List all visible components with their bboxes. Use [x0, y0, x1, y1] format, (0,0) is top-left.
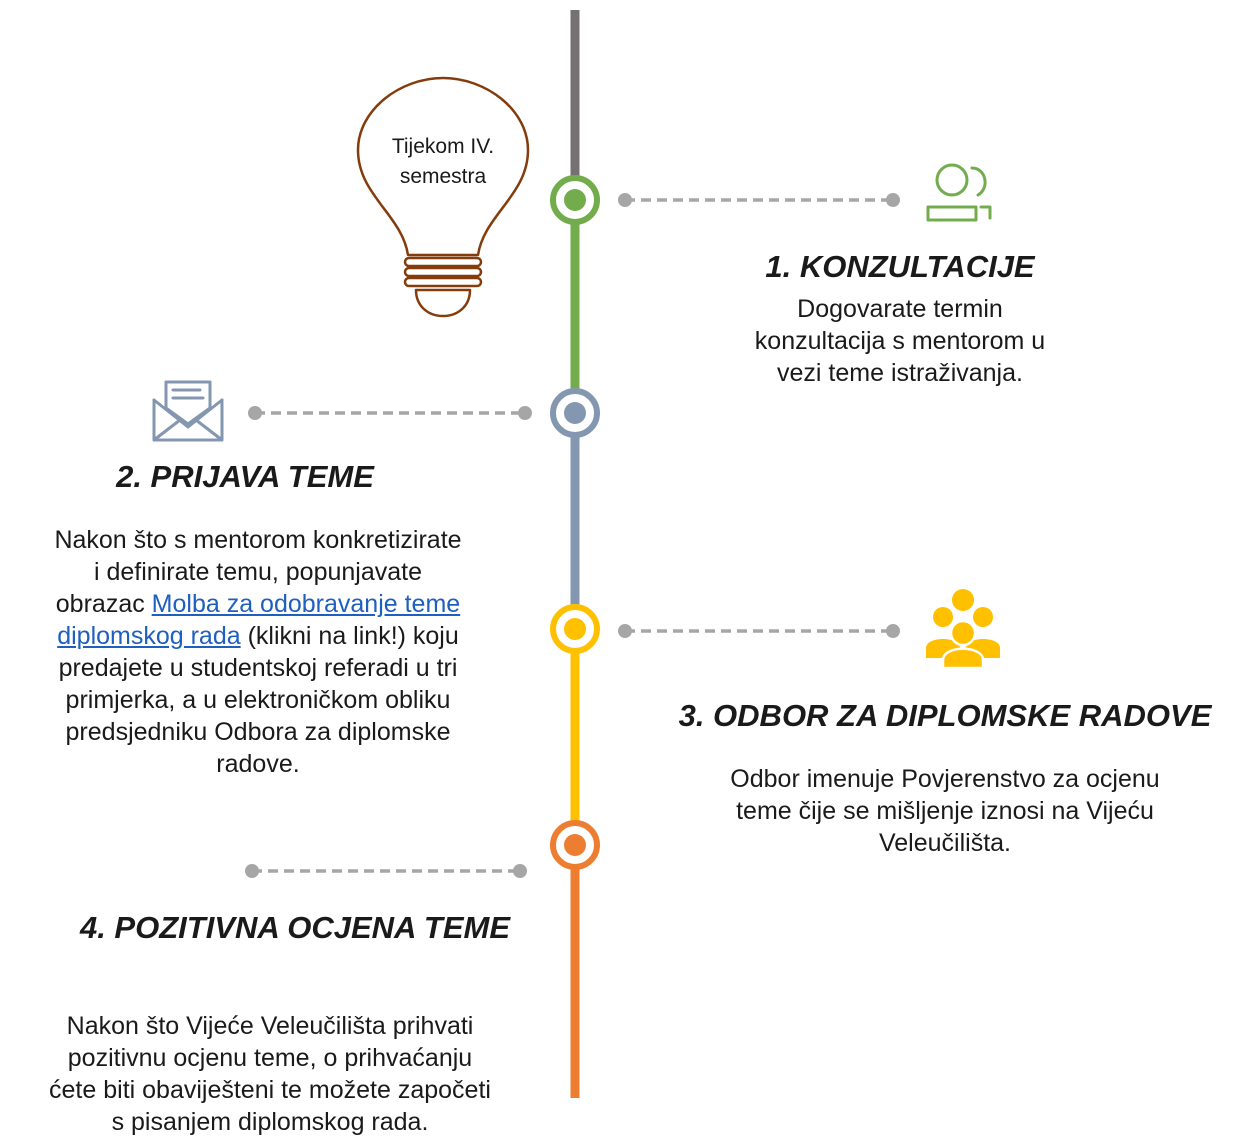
step-1-body: Dogovarate termin konzultacija s mentoro… [700, 293, 1100, 389]
connector-4 [245, 864, 527, 878]
milestone-node-4 [550, 820, 600, 870]
milestone-node-2 [550, 388, 600, 438]
step-1-body-line: konzultacija s mentorom u [754, 327, 1046, 355]
step-2-body-text: obrazac [55, 590, 152, 618]
step-4-body: Nakon što Vijeće Veleučilišta prihvati p… [0, 1010, 540, 1138]
connector-3 [618, 624, 900, 638]
form-link-part1[interactable]: Molba za odobravanje teme [151, 590, 461, 618]
step-2-body-line: radove. [216, 750, 300, 778]
step-1-body-line: Dogovarate termin [797, 295, 1003, 323]
connector-2 [248, 406, 532, 420]
bulb-label-line2: semestra [399, 165, 487, 188]
step-3-body-line: teme čije se mišljenje iznosi na Vijeću [736, 797, 1154, 825]
step-1-body-line: vezi teme istraživanja. [777, 359, 1023, 387]
step-2-body-line: obrazac Molba za odobravanje teme [0, 588, 516, 620]
step-2-body-line: diplomskog rada (klikni na link!) koju [0, 620, 516, 652]
step-2-body-line: Nakon što s mentorom konkretizirate [54, 526, 462, 554]
group-icon [926, 589, 1000, 670]
form-link-part2[interactable]: diplomskog rada [57, 622, 241, 650]
step-2-body-line: predsjedniku Odbora za diplomske [65, 718, 451, 746]
step-2-body-line: predajete u studentskoj referadi u tri [58, 654, 458, 682]
connector-1 [618, 193, 900, 207]
lightbulb-icon [356, 76, 530, 318]
milestone-node-3 [550, 604, 600, 654]
step-4-body-line: Nakon što Vijeće Veleučilišta prihvati [66, 1012, 474, 1040]
step-4-heading: 4. POZITIVNA OCJENA TEME [79, 910, 511, 945]
step-4-body-line: ćete biti obaviješteni te možete započet… [49, 1076, 491, 1104]
bulb-label-line1: Tijekom IV. [391, 135, 495, 158]
envelope-icon [152, 380, 224, 442]
step-2-body-line: primjerka, a u elektroničkom obliku [65, 686, 451, 714]
users-icon [926, 163, 992, 222]
step-3-heading: 3. ODBOR ZA DIPLOMSKE RADOVE [678, 698, 1212, 733]
step-2-heading: 2. PRIJAVA TEME [116, 459, 374, 494]
step-4-body-line: pozitivnu ocjenu teme, o prihvaćanju [67, 1044, 473, 1072]
step-3-body: Odbor imenuje Povjerenstvo za ocjenu tem… [660, 763, 1230, 859]
step-3-body-line: Odbor imenuje Povjerenstvo za ocjenu [730, 765, 1160, 793]
milestone-node-1 [550, 175, 600, 225]
step-3-body-line: Veleučilišta. [878, 829, 1012, 857]
step-2-body-text: (klikni na link!) koju [240, 622, 459, 650]
step-1-heading: 1. KONZULTACIJE [765, 249, 1035, 284]
step-2-body-line: i definirate temu, popunjavate [94, 558, 422, 586]
step-4-body-line: s pisanjem diplomskog rada. [111, 1108, 429, 1136]
step-2-body: Nakon što s mentorom konkretizirate i de… [0, 524, 516, 780]
bulb-label: Tijekom IV. semestra [358, 132, 528, 192]
